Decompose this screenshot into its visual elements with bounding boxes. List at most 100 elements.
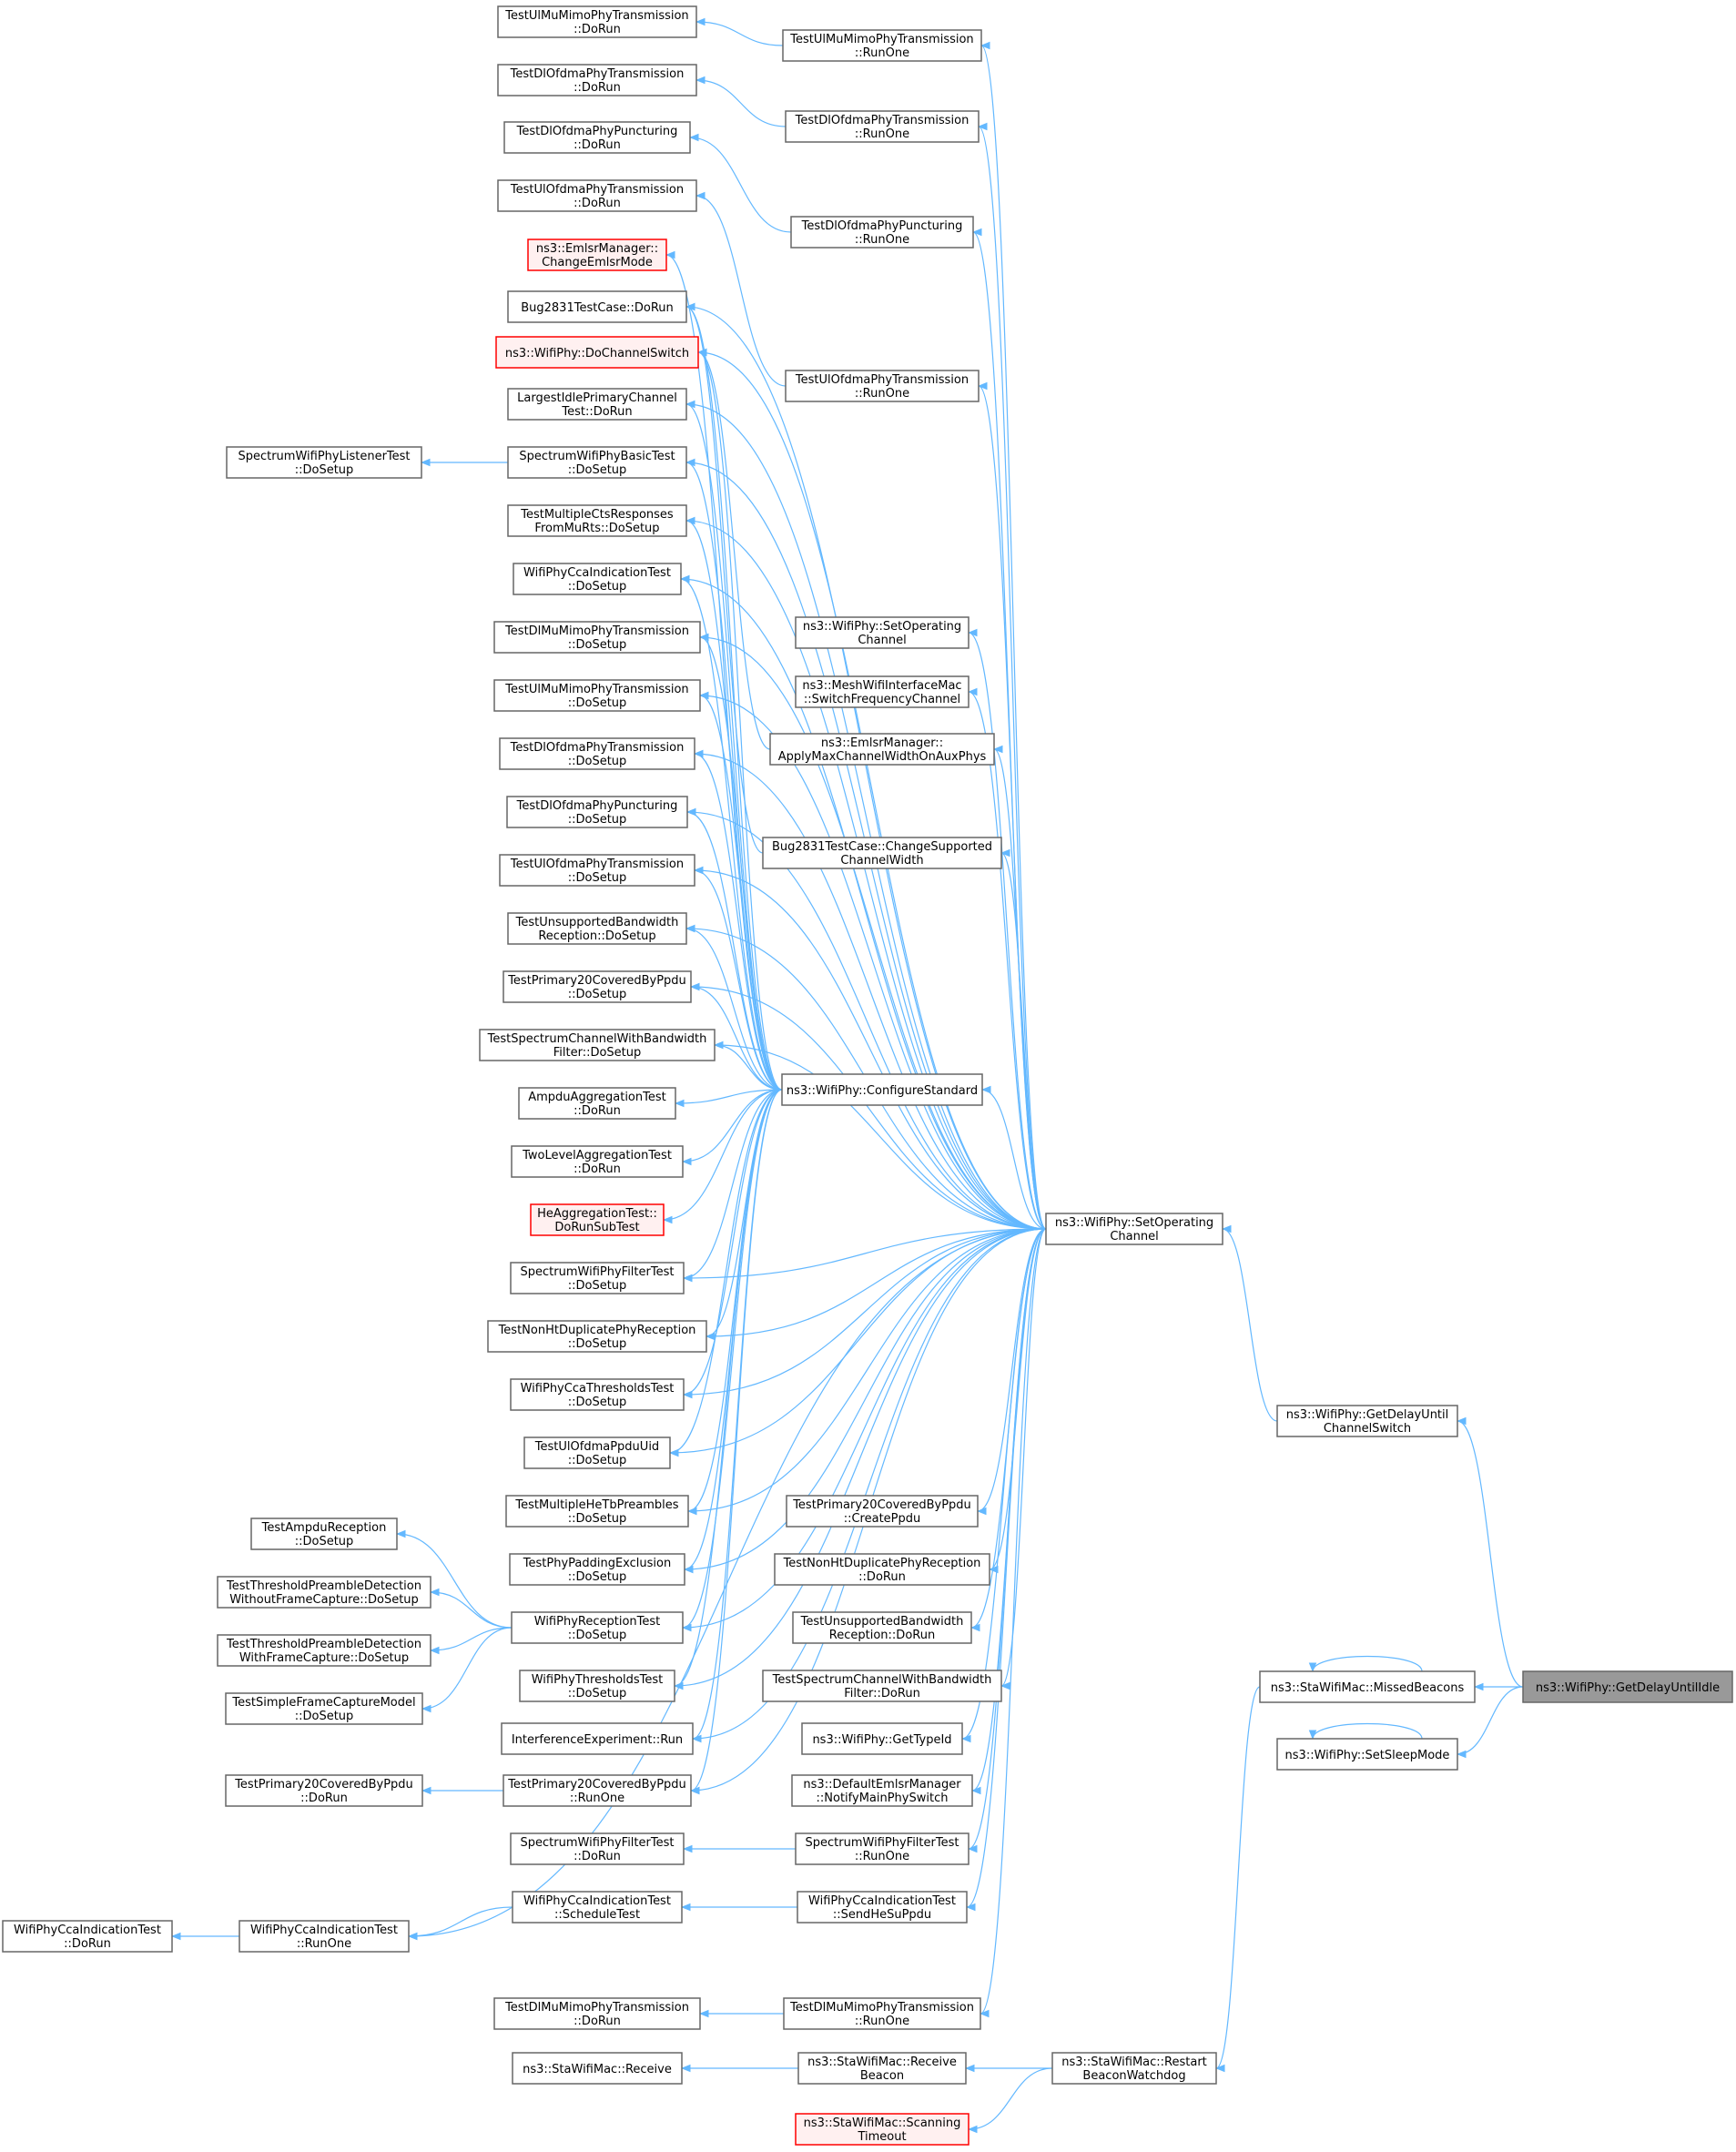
node-box[interactable] — [499, 854, 695, 887]
node-box[interactable] — [510, 1378, 685, 1411]
function-node-prim20_create[interactable]: TestPrimary20CoveredByPpdu::CreatePpdu — [786, 1495, 979, 1528]
function-node-thresholds_setup[interactable]: WifiPhyThresholdsTest::DoSetup — [519, 1670, 675, 1702]
node-box[interactable] — [791, 1774, 973, 1807]
node-box[interactable] — [782, 29, 982, 62]
node-box[interactable] — [493, 621, 701, 654]
function-node-nonht_setup[interactable]: TestNonHtDuplicatePhyReception::DoSetup — [487, 1320, 707, 1353]
function-node-getdelayidle[interactable]: ns3::WifiPhy::GetDelayUntilIdle — [1522, 1670, 1733, 1703]
node-box[interactable] — [781, 1073, 983, 1106]
function-node-nonht_dorun[interactable]: TestNonHtDuplicatePhyReception::DoRun — [774, 1553, 990, 1586]
function-node-ccaind_dorun[interactable]: WifiPhyCcaIndicationTest::DoRun — [2, 1920, 173, 1953]
node-box[interactable] — [1045, 1213, 1223, 1245]
node-box[interactable] — [487, 1320, 707, 1353]
function-node-dlmu_dorun[interactable]: TestDlMuMimoPhyTransmission::DoRun — [493, 1997, 701, 2030]
node-box[interactable] — [495, 336, 699, 369]
function-node-thrwithout[interactable]: TestThresholdPreambleDetectionWithoutFra… — [217, 1576, 431, 1609]
function-node-ulmu_runone[interactable]: TestUlMuMimoPhyTransmission::RunOne — [782, 29, 982, 62]
node-box[interactable] — [783, 1997, 981, 2030]
node-box[interactable] — [250, 1518, 398, 1550]
function-node-notifymain[interactable]: ns3::DefaultEmlsrManager::NotifyMainPhyS… — [791, 1774, 973, 1807]
node-box[interactable] — [511, 1145, 684, 1178]
node-box[interactable] — [239, 1920, 410, 1953]
node-box[interactable] — [1259, 1670, 1476, 1703]
node-box[interactable] — [512, 2052, 683, 2085]
node-box[interactable] — [497, 5, 697, 38]
node-box[interactable] — [786, 1495, 979, 1528]
node-box[interactable] — [801, 1722, 963, 1755]
node-box[interactable] — [506, 796, 688, 828]
node-box[interactable] — [511, 1611, 684, 1644]
function-node-dlpunct_dorun[interactable]: TestDlOfdmaPhyPuncturing::DoRun — [503, 121, 691, 154]
function-node-ulmu_dorun[interactable]: TestUlMuMimoPhyTransmission::DoRun — [497, 5, 697, 38]
function-node-ccaind_sendhesu[interactable]: WifiPhyCcaIndicationTest::SendHeSuPpdu — [797, 1891, 968, 1924]
function-node-dlmu_runone[interactable]: TestDlMuMimoPhyTransmission::RunOne — [783, 1997, 981, 2030]
node-box[interactable] — [795, 616, 970, 649]
node-box[interactable] — [479, 1029, 716, 1061]
node-box[interactable] — [774, 1553, 990, 1586]
function-node-prim20_setup[interactable]: TestPrimary20CoveredByPpdu::DoSetup — [503, 970, 692, 1003]
node-box[interactable] — [785, 370, 980, 402]
function-node-stamac_receive[interactable]: ns3::StaWifiMac::Receive — [512, 2052, 683, 2085]
node-box[interactable] — [518, 1087, 676, 1120]
function-node-filter_runone[interactable]: SpectrumWifiPhyFilterTest::RunOne — [795, 1832, 970, 1865]
node-box[interactable] — [795, 675, 970, 708]
function-node-prim20_dorun[interactable]: TestPrimary20CoveredByPpdu::DoRun — [225, 1774, 423, 1807]
node-box[interactable] — [795, 1832, 970, 1865]
node-box[interactable] — [790, 216, 974, 249]
function-node-basictest[interactable]: SpectrumWifiPhyBasicTest::DoSetup — [507, 446, 687, 479]
function-node-ppduuid_setup[interactable]: TestUlOfdmaPpduUid::DoSetup — [523, 1436, 671, 1469]
function-node-ulofdma_dorun[interactable]: TestUlOfdmaPhyTransmission::DoRun — [497, 179, 697, 212]
function-node-bug2831_dorun[interactable]: Bug2831TestCase::DoRun — [507, 290, 687, 323]
function-node-prim20_runone[interactable]: TestPrimary20CoveredByPpdu::RunOne — [503, 1774, 692, 1807]
function-node-specbw_dorun[interactable]: TestSpectrumChannelWithBandwidthFilter::… — [762, 1670, 1002, 1702]
function-node-heagg[interactable]: HeAggregationTest::DoRunSubTest — [530, 1203, 665, 1236]
function-node-ccaind_setup[interactable]: WifiPhyCcaIndicationTest::DoSetup — [513, 563, 682, 595]
function-node-configstd[interactable]: ns3::WifiPhy::ConfigureStandard — [781, 1073, 983, 1106]
node-box[interactable] — [225, 1692, 423, 1725]
node-box[interactable] — [501, 1722, 694, 1755]
node-box[interactable] — [785, 110, 980, 143]
function-node-filter_setup[interactable]: SpectrumWifiPhyFilterTest::DoSetup — [510, 1262, 685, 1294]
node-box[interactable] — [527, 239, 667, 271]
function-node-ulmu_setup[interactable]: TestUlMuMimoPhyTransmission::DoSetup — [493, 679, 701, 712]
node-box[interactable] — [503, 121, 691, 154]
node-box[interactable] — [797, 1891, 968, 1924]
node-box[interactable] — [797, 2052, 967, 2085]
node-box[interactable] — [792, 1611, 972, 1644]
function-node-listener[interactable]: SpectrumWifiPhyListenerTest::DoSetup — [226, 446, 422, 479]
function-node-meshswitch[interactable]: ns3::MeshWifiInterfaceMac::SwitchFrequen… — [795, 675, 970, 708]
function-node-ampduagg[interactable]: AmpduAggregationTest::DoRun — [518, 1087, 676, 1120]
function-node-multicts[interactable]: TestMultipleCtsResponsesFromMuRts::DoSet… — [507, 504, 687, 537]
function-node-dlofdma_setup[interactable]: TestDlOfdmaPhyTransmission::DoSetup — [499, 737, 695, 770]
function-node-dlpunct_runone[interactable]: TestDlOfdmaPhyPuncturing::RunOne — [790, 216, 974, 249]
function-node-ampdurx_setup[interactable]: TestAmpduReception::DoSetup — [250, 1518, 398, 1550]
function-node-ccathr_setup[interactable]: WifiPhyCcaThresholdsTest::DoSetup — [510, 1378, 685, 1411]
node-box[interactable] — [217, 1576, 431, 1609]
function-node-dlpunct_setup[interactable]: TestDlOfdmaPhyPuncturing::DoSetup — [506, 796, 688, 828]
node-box[interactable] — [2, 1920, 173, 1953]
node-box[interactable] — [507, 504, 687, 537]
function-node-gettypeid[interactable]: ns3::WifiPhy::GetTypeId — [801, 1722, 963, 1755]
node-box[interactable] — [1276, 1405, 1458, 1437]
node-box[interactable] — [507, 388, 687, 421]
function-node-specbw_setup[interactable]: TestSpectrumChannelWithBandwidthFilter::… — [479, 1029, 716, 1061]
function-node-ccaind_sched[interactable]: WifiPhyCcaIndicationTest::ScheduleTest — [512, 1891, 683, 1924]
function-node-missedbeacons[interactable]: ns3::StaWifiMac::MissedBeacons — [1259, 1670, 1476, 1703]
function-node-twolevel[interactable]: TwoLevelAggregationTest::DoRun — [511, 1145, 684, 1178]
function-node-simplecap[interactable]: TestSimpleFrameCaptureModel::DoSetup — [225, 1692, 423, 1725]
node-box[interactable] — [217, 1634, 431, 1667]
node-box[interactable] — [1276, 1738, 1458, 1771]
node-box[interactable] — [499, 737, 695, 770]
function-node-setsleep[interactable]: ns3::WifiPhy::SetSleepMode — [1276, 1738, 1458, 1771]
function-node-filter_dorun[interactable]: SpectrumWifiPhyFilterTest::DoRun — [510, 1832, 685, 1865]
node-box[interactable] — [513, 563, 682, 595]
function-node-interference[interactable]: InterferenceExperiment::Run — [501, 1722, 694, 1755]
node-box[interactable] — [497, 179, 697, 212]
node-box[interactable] — [225, 1774, 423, 1807]
